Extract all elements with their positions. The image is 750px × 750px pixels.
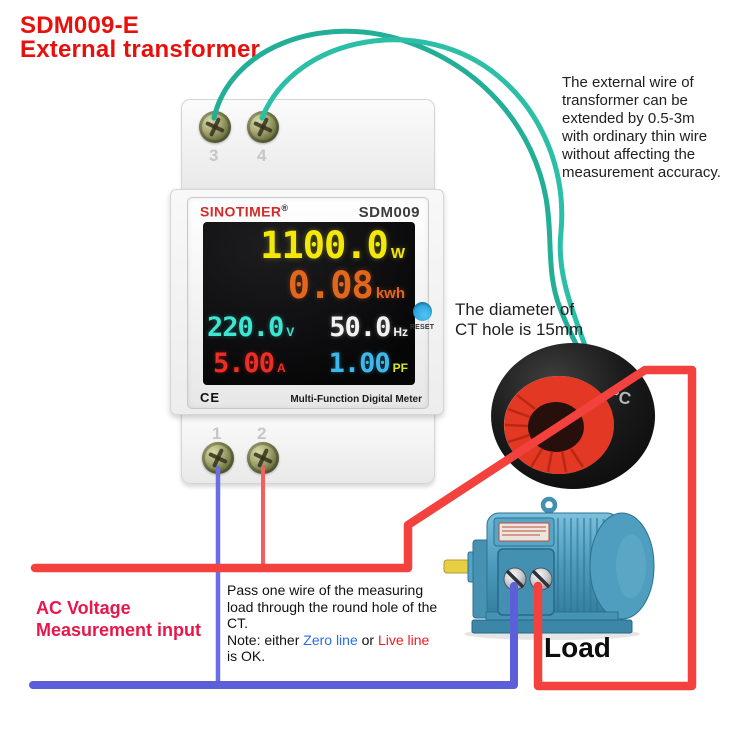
current-value: 5.00 — [213, 348, 275, 379]
current-unit: A — [277, 361, 286, 375]
live-line-text: Live line — [377, 631, 430, 648]
lcd-display: 1100.0 W 0.08 kwh 220.0 V 50.0 — [203, 222, 415, 385]
ct-black-torus — [491, 343, 656, 489]
ct-ring-pleats — [504, 394, 585, 473]
ct-marking: °C — [610, 386, 633, 409]
motor-body — [486, 512, 620, 620]
terminal-screw-2 — [247, 442, 279, 474]
voltage-frequency-row: 220.0 V 50.0 Hz — [203, 312, 415, 343]
voltage-unit: V — [286, 325, 295, 339]
energy-row: 0.08 kwh — [203, 264, 415, 307]
page-title: SDM009-E External transformer — [20, 14, 260, 62]
power-value: 1100.0 — [260, 224, 389, 267]
zero-line-text: Zero line — [303, 631, 358, 648]
motor-fins — [557, 518, 611, 616]
voltage-value: 220.0 — [207, 312, 284, 343]
motor-eye-bolt — [540, 496, 558, 514]
reset-label: RESET — [409, 324, 435, 331]
meter-description: Multi-Function Digital Meter — [290, 394, 422, 405]
model-number: SDM009 — [358, 203, 420, 221]
terminal-number-2: 2 — [257, 424, 267, 443]
registered-mark: ® — [281, 203, 289, 213]
terminal-number-1: 1 — [212, 424, 222, 443]
motor-end-bell — [589, 512, 655, 620]
terminal-screw-4 — [247, 111, 279, 143]
terminal-number-3: 3 — [209, 146, 219, 165]
terminal-screw-3 — [199, 111, 231, 143]
terminal-screw-1 — [202, 442, 234, 474]
energy-unit: kwh — [375, 285, 405, 302]
note-part: is OK. — [227, 648, 266, 664]
frequency-value: 50.0 — [329, 312, 391, 343]
power-row: 1100.0 W — [203, 224, 415, 267]
reset-control: RESET — [403, 302, 441, 331]
energy-value: 0.08 — [287, 264, 374, 307]
ct-current-transformer: °C — [491, 343, 656, 489]
transformer-note: The external wire of transformer can be … — [562, 74, 721, 181]
brand-row: SINOTIMER® SDM009 — [200, 203, 420, 221]
motor-screw-right — [529, 567, 553, 591]
current-pf-row: 5.00 A 1.00 PF — [203, 348, 415, 379]
ct-hole — [527, 401, 585, 453]
ac-input-label: AC Voltage Measurement input — [36, 598, 202, 640]
note-part: Pass one wire of the measuring load thro… — [227, 582, 438, 648]
motor-screw-left — [503, 567, 527, 591]
reset-button[interactable] — [412, 302, 432, 321]
load-label: Load — [544, 632, 611, 663]
motor-flange — [472, 539, 491, 619]
title-text: SDM009-E External transformer — [20, 12, 261, 63]
brand-logo: SINOTIMER® — [200, 203, 289, 220]
ct-pass-note: Pass one wire of the measuring load thro… — [227, 582, 442, 665]
motor-nameplate — [498, 522, 550, 542]
meter-panel: SINOTIMER® SDM009 1100.0 W 0.08 kwh 220.… — [187, 197, 429, 409]
terminal-number-4: 4 — [257, 146, 267, 165]
motor-shaft — [443, 559, 476, 574]
motor-terminal-box — [497, 548, 555, 616]
ct-diameter-note: The diameter of CT hole is 15mm — [455, 300, 584, 339]
pf-value: 1.00 — [328, 348, 391, 379]
panel-footer: CE Multi-Function Digital Meter — [200, 390, 422, 405]
meter-front: SINOTIMER® SDM009 1100.0 W 0.08 kwh 220.… — [170, 189, 444, 415]
ce-mark: CE — [200, 390, 221, 405]
power-unit: W — [390, 245, 405, 262]
ct-inner-red-ring — [504, 376, 615, 474]
note-part: or — [357, 631, 378, 648]
motor-load — [443, 496, 655, 640]
pf-unit: PF — [392, 361, 408, 375]
